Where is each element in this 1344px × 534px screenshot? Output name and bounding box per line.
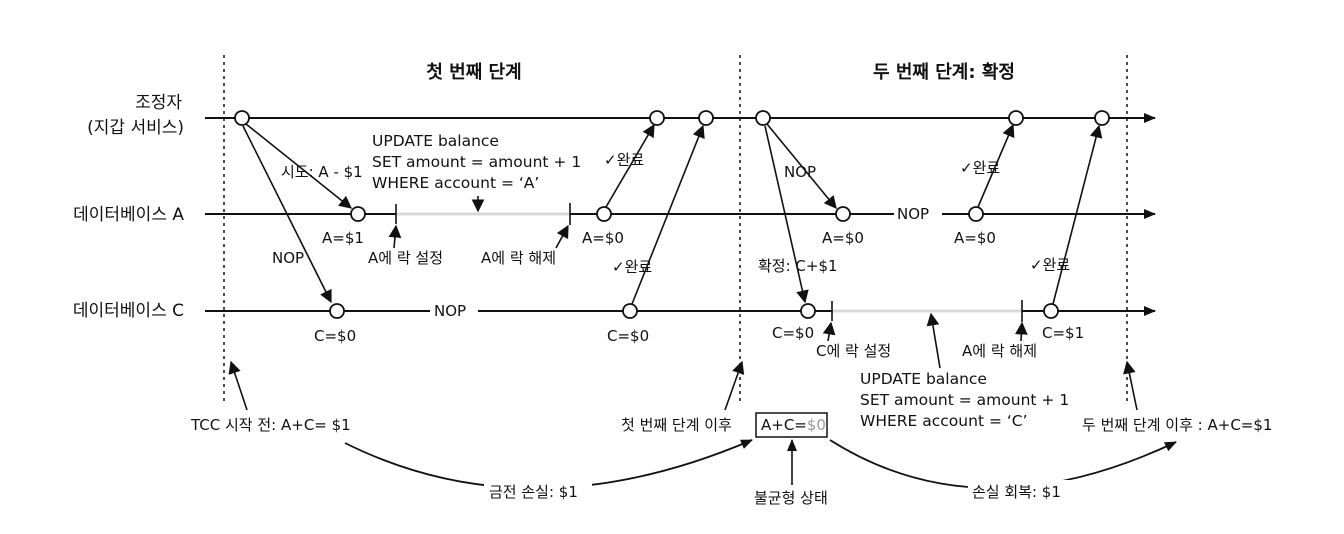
sql2-line3: WHERE account = ‘C’ [860, 412, 1028, 430]
label-a-state: A=$1 [322, 229, 364, 247]
event-c-done [622, 303, 638, 319]
msg-try-a [245, 123, 352, 209]
pointer-lock-c [822, 321, 836, 342]
label-c-state: C=$0 [314, 327, 356, 345]
label-lock-c: C에 락 설정 [816, 342, 891, 360]
phase2-title: 두 번째 단계: 확정 [873, 62, 1015, 83]
event-coordinator-ack-a [649, 110, 665, 126]
label-phase2-a-state: A=$0 [822, 229, 864, 247]
label-phase2-a-done-state: A=$0 [954, 229, 996, 247]
pointer-unlock-a [555, 224, 569, 249]
loss-recovery-label-bg [968, 480, 1082, 502]
label-c-nop: NOP [434, 302, 466, 320]
event-c-done-phase2 [1043, 303, 1059, 319]
label-phase2-done-a: ✓완료 [960, 159, 1000, 177]
label-done-a: ✓완료 [604, 151, 644, 169]
label-money-loss: 금전 손실: $1 [489, 483, 578, 501]
event-a-done [968, 206, 984, 222]
label-phase2-nop-msg: NOP [784, 163, 816, 181]
a-nop-label-bg [894, 204, 942, 224]
label-confirm-msg: 확정: C+$1 [758, 257, 838, 275]
event-coordinator-phase2-ack-c [1094, 110, 1110, 126]
label-try-msg: 시도: A - $1 [281, 163, 363, 181]
label-c-done-state: C=$0 [607, 327, 649, 345]
pointer-sql2 [926, 312, 941, 369]
event-coordinator-phase2-ack-a [1008, 110, 1024, 126]
c-nop-label-bg [430, 301, 478, 321]
sql2-line2: SET amount = amount + 1 [860, 391, 1069, 409]
label-boxed-sum: A+C=$0 [761, 416, 826, 434]
pointer-after-phase2 [1123, 360, 1138, 411]
inconsistent-sum-box [755, 412, 828, 438]
boxed-sum-value: $0 [807, 416, 826, 434]
label-phase2-a-nop: NOP [897, 205, 929, 223]
pointer-unlock-c [1014, 321, 1028, 342]
label-done-c: ✓완료 [612, 258, 652, 276]
msg-confirm-c [764, 125, 809, 304]
money-loss-label-bg [484, 480, 592, 502]
event-a-tried [350, 206, 366, 222]
label-phase2-done-c: ✓완료 [1030, 256, 1070, 274]
phase1-title: 첫 번째 단계 [426, 62, 521, 83]
lane-label-db-c: 데이터베이스 C [73, 301, 184, 321]
pointer-lock-a [388, 224, 402, 249]
msg-phase2-c-done [1052, 124, 1103, 305]
label-after-phase1: 첫 번째 단계 이후 [621, 416, 732, 434]
event-coordinator-phase2 [755, 110, 771, 126]
label-before-tcc: TCC 시작 전: A+C= $1 [190, 416, 351, 434]
msg-nop-c [242, 125, 332, 304]
event-coordinator-start [234, 110, 250, 126]
label-inconsistent: 불균형 상태 [754, 489, 828, 507]
lane-label-db-a: 데이터베이스 A [73, 205, 184, 225]
sql1-line3: WHERE account = ‘A’ [372, 174, 539, 192]
pointer-before-tcc [228, 360, 248, 411]
event-a-released [596, 206, 612, 222]
lane-label-coordinator-sub: (지갑 서비스) [87, 118, 184, 138]
event-c-confirm [800, 303, 816, 319]
msg-a-done [605, 123, 655, 208]
label-phase2-c-done-state: C=$1 [1042, 324, 1084, 342]
label-nop-msg: NOP [272, 249, 304, 267]
msg-c-done [631, 124, 705, 305]
label-lock-a: A에 락 설정 [368, 249, 443, 267]
sql1-line1: UPDATE balance [372, 132, 499, 150]
sql2-line1: UPDATE balance [860, 370, 987, 388]
label-phase2-unlock-a: A에 락 해제 [962, 342, 1037, 360]
label-after-phase2: 두 번째 단계 이후 : A+C=$1 [1082, 416, 1272, 434]
event-a-nop [835, 206, 851, 222]
sql1-line2: SET amount = amount + 1 [372, 153, 581, 171]
label-loss-recovery: 손실 회복: $1 [972, 483, 1061, 501]
msg-phase2-a-done [977, 123, 1015, 208]
pointer-after-phase1 [724, 360, 745, 411]
msg-nop-a [766, 123, 837, 209]
event-c-nop [329, 303, 345, 319]
lane-label-coordinator: 조정자 [135, 93, 182, 113]
label-a-done-state: A=$0 [582, 229, 624, 247]
boxed-sum-prefix: A+C= [761, 416, 807, 434]
label-unlock-a: A에 락 해제 [481, 249, 556, 267]
event-coordinator-ack-c [698, 110, 714, 126]
label-phase2-c-state: C=$0 [772, 324, 814, 342]
